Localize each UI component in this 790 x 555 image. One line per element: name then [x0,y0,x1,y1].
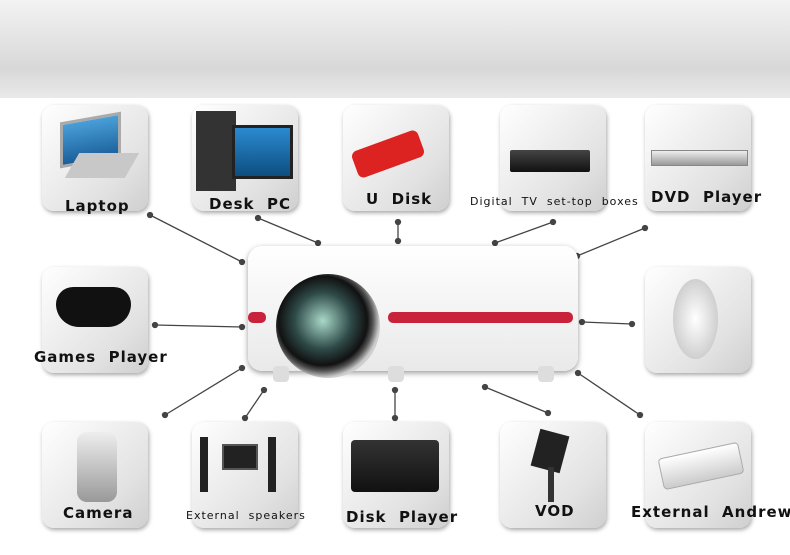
monitor-icon [232,125,293,179]
projector-stripe-left [248,312,266,323]
satellite-dish-icon [673,279,718,359]
tile-u-disk [343,105,449,211]
tile-desk-pc [192,105,298,211]
tile-laptop [42,105,148,211]
tile-dvd-player [645,105,751,211]
pc-tower-icon [196,111,236,191]
label-digital-tv: Digital TV set-top boxes [470,195,639,208]
header-banner [0,0,790,98]
set-top-box-icon [510,150,590,172]
tile-external-speakers [192,422,298,528]
projector-foot [388,366,404,382]
speakers-icon [222,444,258,470]
laptop-keyboard-icon [64,153,140,178]
speaker-icon [268,437,276,492]
tile-camera [42,422,148,528]
tile-digital-tv [500,105,606,211]
projector-image [248,246,578,382]
tile-satellite [645,267,751,373]
tile-disk-player [343,422,449,528]
label-dvd-player: DVD Player [651,188,763,206]
projector-stripe-right [388,312,573,323]
tile-external-andrews [645,422,751,528]
label-desk-pc: Desk PC [209,195,291,213]
usb-drive-icon [350,128,426,180]
projector-lens [276,274,380,378]
projector-foot [538,366,554,382]
disk-player-icon [351,440,439,492]
android-stick-icon [657,441,745,491]
camera-icon [77,432,117,502]
kiosk-stand-icon [548,467,554,502]
label-disk-player: Disk Player [346,508,459,526]
speaker-icon [200,437,208,492]
label-u-disk: U Disk [366,190,433,208]
label-external-speakers: External speakers [186,509,306,522]
gamepad-icon [56,287,131,327]
tile-games-player [42,267,148,373]
label-vod: VOD [535,502,575,520]
label-games-player: Games Player [34,348,168,366]
label-camera: Camera [63,504,134,522]
label-external-andrews: External Andrews [631,503,790,521]
label-laptop: Laptop [65,197,130,215]
projector-foot [273,366,289,382]
dvd-player-icon [651,150,748,166]
tile-vod [500,422,606,528]
